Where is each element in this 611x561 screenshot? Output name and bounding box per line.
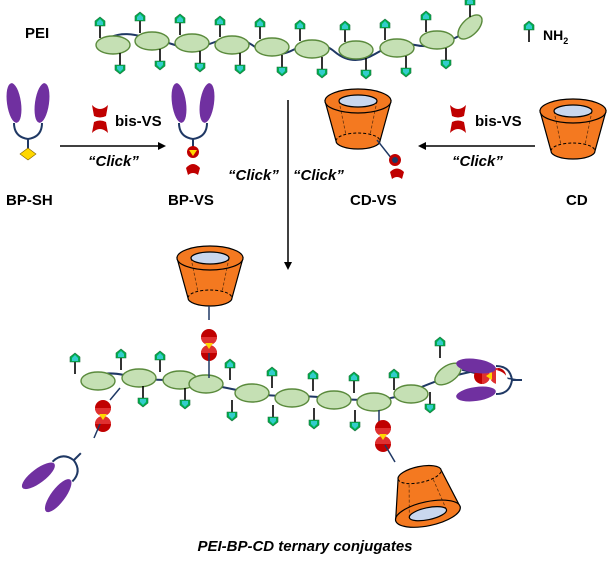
bis-vs-label-left: bis-VS bbox=[115, 113, 162, 130]
bp-vs-molecule bbox=[168, 81, 218, 175]
reaction-arrow-left bbox=[60, 142, 166, 150]
bis-vs-linker-icon-right bbox=[450, 105, 466, 133]
amine-legend-icon bbox=[523, 20, 535, 43]
bp-sh-molecule bbox=[3, 81, 53, 161]
bp-sh-label: BP-SH bbox=[6, 192, 53, 209]
conjugate-polymer-chain bbox=[69, 336, 471, 432]
nh2-legend-label: NH2 bbox=[543, 27, 568, 46]
cyclodextrin-molecule bbox=[539, 98, 607, 160]
cd-label: CD bbox=[566, 192, 588, 209]
cd-vs-label: CD-VS bbox=[350, 192, 397, 209]
reaction-arrow-down bbox=[284, 100, 292, 270]
reaction-arrow-right bbox=[418, 142, 535, 150]
click-label-center-right: “Click” bbox=[293, 167, 344, 184]
pei-label: PEI bbox=[25, 25, 49, 42]
bis-vs-linker-icon-left bbox=[92, 105, 108, 133]
conjugate-bp-right bbox=[454, 355, 523, 405]
click-label-left: “Click” bbox=[88, 153, 139, 170]
conjugate-cd-top bbox=[176, 245, 244, 378]
click-label-center-left: “Click” bbox=[228, 167, 279, 184]
conjugate-bp-left bbox=[15, 387, 121, 519]
bis-vs-label-right: bis-VS bbox=[475, 113, 522, 130]
bp-vs-label: BP-VS bbox=[168, 192, 214, 209]
cd-vs-molecule bbox=[324, 88, 404, 179]
thiol-group-icon bbox=[19, 147, 37, 161]
conjugate-cd-bottom bbox=[375, 410, 464, 533]
pei-polymer-chain bbox=[94, 0, 483, 80]
figure-caption: PEI-BP-CD ternary conjugates bbox=[197, 538, 412, 555]
click-label-right: “Click” bbox=[452, 153, 503, 170]
nh2-legend: NH2 bbox=[523, 20, 568, 46]
